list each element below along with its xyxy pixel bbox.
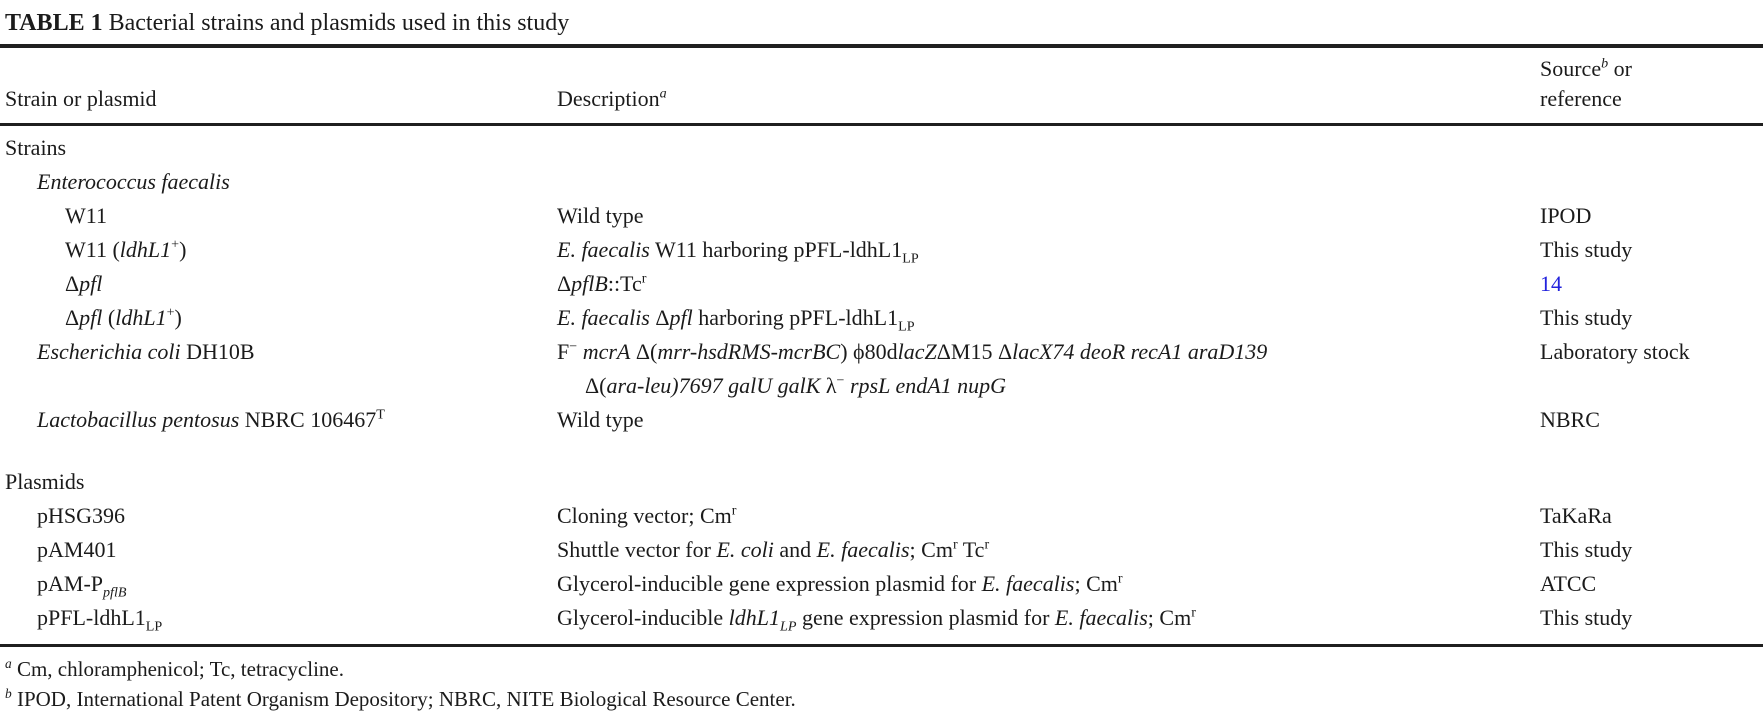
table-row: W11 (ldhL1+) E. faecalis W11 harboring p… [0, 233, 1763, 267]
cell-description: Glycerol-inducible gene expression plasm… [557, 567, 1540, 601]
table-row: pAM401 Shuttle vector for E. coli and E.… [0, 533, 1763, 567]
table-row: Δpfl (ldhL1+) E. faecalis Δpfl harboring… [0, 301, 1763, 335]
cell-source: TaKaRa [1540, 503, 1612, 528]
description-line: ΔpflB::Tcr [557, 270, 647, 296]
footnote-a: a Cm, chloramphenicol; Tc, tetracycline. [5, 656, 344, 681]
table-row: pHSG396 Cloning vector; Cmr TaKaRa [0, 499, 1763, 533]
table-body: Strains Enterococcus faecalis W11 Wild t… [0, 126, 1763, 644]
cell-description: Cloning vector; Cmr [557, 499, 1540, 533]
description-line: Shuttle vector for E. coli and E. faecal… [557, 536, 990, 562]
table-title-text: Bacterial strains and plasmids used in t… [102, 10, 570, 36]
footnote-b: b IPOD, International Patent Organism De… [5, 686, 796, 711]
header-strain-or-plasmid: Strain or plasmid [5, 86, 157, 111]
cell-description: ΔpflB::Tcr [557, 267, 1540, 301]
table-row: Enterococcus faecalis [0, 165, 1763, 199]
cell-strain-or-plasmid: Escherichia coli DH10B [37, 339, 255, 364]
table-row: Escherichia coli DH10B F− mcrA Δ(mrr-hsd… [0, 335, 1763, 403]
footnotes: a Cm, chloramphenicol; Tc, tetracycline.… [0, 647, 1763, 714]
cell-source [1540, 465, 1763, 499]
table-row: Strains [0, 131, 1763, 165]
description-line: Glycerol-inducible gene expression plasm… [557, 570, 1123, 596]
table-row: Lactobacillus pentosus NBRC 106467T Wild… [0, 403, 1763, 437]
description-line: Wild type [557, 407, 644, 432]
table-row: pPFL-ldhL1LP Glycerol-inducible ldhL1LP … [0, 601, 1763, 635]
cell-source: This study [1540, 305, 1633, 330]
cell-strain-or-plasmid: pHSG396 [37, 503, 126, 528]
table-row: pAM-PpflB Glycerol-inducible gene expres… [0, 567, 1763, 601]
header-description: Descriptiona [557, 85, 667, 111]
reference-link[interactable]: 14 [1540, 271, 1562, 296]
cell-strain-or-plasmid: Δpfl [65, 271, 103, 296]
cell-source: NBRC [1540, 407, 1600, 432]
description-line: Δ(ara-leu)7697 galU galK λ− rpsL endA1 n… [585, 372, 1007, 398]
cell-strain-or-plasmid: Lactobacillus pentosus NBRC 106467T [37, 406, 385, 432]
bottom-rule [0, 644, 1763, 647]
cell-source: This study [1540, 605, 1633, 630]
description-line: E. faecalis W11 harboring pPFL-ldhL1LP [557, 237, 919, 267]
cell-strain-or-plasmid: W11 [65, 203, 107, 228]
table-header-row: Strain or plasmid Descriptiona Sourceb o… [0, 48, 1763, 123]
description-line: F− mcrA Δ(mrr-hsdRMS-mcrBC) ϕ80dlacZΔM15… [557, 338, 1268, 364]
cell-source: IPOD [1540, 203, 1592, 228]
header-source-or-reference: Sourceb or reference [1540, 54, 1763, 114]
description-line: Cloning vector; Cmr [557, 502, 737, 528]
table-title: TABLE 1 Bacterial strains and plasmids u… [0, 0, 1763, 44]
cell-strain-or-plasmid: W11 (ldhL1+) [65, 236, 187, 262]
cell-source: Laboratory stock [1540, 339, 1690, 364]
cell-strain-or-plasmid: Strains [5, 135, 67, 160]
header-rule [0, 123, 1763, 126]
header-source-line2: reference [1540, 86, 1622, 111]
cell-strain-or-plasmid: pPFL-ldhL1LP [37, 605, 163, 635]
cell-source: ATCC [1540, 571, 1597, 596]
cell-description: Wild type [557, 199, 1540, 233]
cell-description: F− mcrA Δ(mrr-hsdRMS-mcrBC) ϕ80dlacZΔM15… [557, 335, 1540, 403]
cell-strain-or-plasmid: Enterococcus faecalis [37, 169, 230, 194]
cell-description: Shuttle vector for E. coli and E. faecal… [557, 533, 1540, 567]
cell-description: Wild type [557, 403, 1540, 437]
cell-description [557, 465, 1540, 499]
description-line: Wild type [557, 203, 644, 228]
cell-description [557, 165, 1540, 199]
cell-strain-or-plasmid: pAM401 [37, 537, 117, 562]
cell-source: 14 [1540, 267, 1763, 301]
cell-strain-or-plasmid: pAM-PpflB [37, 571, 127, 601]
cell-description: E. faecalis Δpfl harboring pPFL-ldhL1LP [557, 301, 1540, 335]
table-row: Plasmids [0, 465, 1763, 499]
cell-source [1540, 165, 1763, 199]
cell-strain-or-plasmid: Δpfl (ldhL1+) [65, 304, 182, 330]
description-line: Glycerol-inducible ldhL1LP gene expressi… [557, 604, 1196, 635]
table-number-label: TABLE 1 [5, 10, 103, 36]
cell-description: Glycerol-inducible ldhL1LP gene expressi… [557, 601, 1540, 635]
cell-description: E. faecalis W11 harboring pPFL-ldhL1LP [557, 233, 1540, 267]
cell-description [557, 131, 1540, 165]
top-rule [0, 44, 1763, 48]
table-row: W11 Wild type IPOD [0, 199, 1763, 233]
cell-source: This study [1540, 237, 1633, 262]
description-line: E. faecalis Δpfl harboring pPFL-ldhL1LP [557, 305, 915, 335]
header-source-line1: Sourceb or [1540, 55, 1632, 81]
cell-source [1540, 131, 1763, 165]
cell-strain-or-plasmid: Plasmids [5, 469, 85, 494]
cell-source: This study [1540, 537, 1633, 562]
table-row: Δpfl ΔpflB::Tcr 14 [0, 267, 1763, 301]
